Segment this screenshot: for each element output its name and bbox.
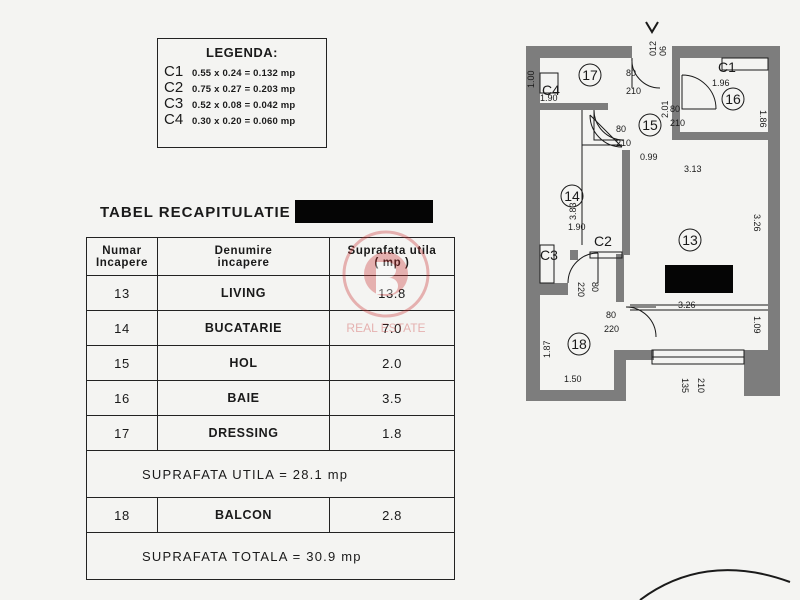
svg-text:80: 80 xyxy=(590,282,600,292)
svg-text:80: 80 xyxy=(606,310,616,320)
table-title: TABEL RECAPITULATIE xyxy=(100,204,291,221)
room-area: 1.8 xyxy=(329,415,455,451)
svg-text:1.86: 1.86 xyxy=(758,110,768,128)
legend-code: C3 xyxy=(164,95,184,112)
svg-text:3.83: 3.83 xyxy=(568,202,578,220)
recap-table: Numar Incapere Denumire incapere Suprafa… xyxy=(86,237,455,580)
svg-text:135: 135 xyxy=(680,378,690,393)
legend-item: C1 0.55 x 0.24 = 0.132 mp xyxy=(158,63,326,80)
room-name: HOL xyxy=(157,345,330,381)
svg-text:220: 220 xyxy=(576,282,586,297)
element-c3: C3 xyxy=(540,247,558,263)
svg-text:80: 80 xyxy=(616,124,626,134)
room-number: 17 xyxy=(86,415,158,451)
usable-total-row: SUPRAFATA UTILA = 28.1 mp xyxy=(86,450,455,498)
legend-box: LEGENDA: C1 0.55 x 0.24 = 0.132 mp C2 0.… xyxy=(157,38,327,148)
svg-text:1.09: 1.09 xyxy=(752,316,762,334)
legend-code: C2 xyxy=(164,79,184,96)
redaction-block xyxy=(295,200,433,223)
header-room-area: Suprafata utila ( mp ) xyxy=(329,237,455,276)
svg-text:210: 210 xyxy=(626,86,641,96)
header-room-name: Denumire incapere xyxy=(157,237,330,276)
room-labels: 13 14 15 16 17 18 xyxy=(560,63,745,356)
room-14: 14 xyxy=(564,188,580,204)
legend-formula: 0.52 x 0.08 = 0.042 mp xyxy=(192,100,296,111)
element-c2: C2 xyxy=(594,233,612,249)
usable-total: SUPRAFATA UTILA = 28.1 mp xyxy=(86,450,455,498)
door-labels: 012 06 80 210 80 210 80 210 220 80 80 22… xyxy=(576,41,706,393)
room-name: LIVING xyxy=(157,275,330,311)
element-c1: C1 xyxy=(718,59,736,75)
watermark-logo: REAL ESTATE xyxy=(342,230,430,335)
table-row: 14 BUCATARIE 7.0 xyxy=(86,310,455,346)
svg-text:80: 80 xyxy=(626,68,636,78)
svg-text:2.01: 2.01 xyxy=(660,100,670,118)
room-area: 2.0 xyxy=(329,345,455,381)
legend-item: C2 0.75 x 0.27 = 0.203 mp xyxy=(158,79,326,96)
room-area: 2.8 xyxy=(329,497,455,533)
room-area: 3.5 xyxy=(329,380,455,416)
room-name: DRESSING xyxy=(157,415,330,451)
room-13: 13 xyxy=(682,232,698,248)
table-row: 15 HOL 2.0 xyxy=(86,345,455,381)
room-number: 13 xyxy=(86,275,158,311)
grand-total: SUPRAFATA TOTALA = 30.9 mp xyxy=(86,532,455,580)
plan-lines xyxy=(539,57,769,365)
element-c4: C4 xyxy=(542,82,560,98)
legend-formula: 0.55 x 0.24 = 0.132 mp xyxy=(192,68,296,79)
svg-text:210: 210 xyxy=(616,138,631,148)
room-name: BALCON xyxy=(157,497,330,533)
room-area: 13.8 xyxy=(329,275,455,311)
svg-text:3.26: 3.26 xyxy=(752,214,762,232)
svg-text:1.87: 1.87 xyxy=(542,340,552,358)
svg-text:1.90: 1.90 xyxy=(568,222,586,232)
room-name: BUCATARIE xyxy=(157,310,330,346)
room-16: 16 xyxy=(725,91,741,107)
room-15: 15 xyxy=(642,117,658,133)
dimension-labels: 1.00 1.90 1.96 1.86 2.01 0.99 3.13 3.83 … xyxy=(526,70,768,384)
legend-item: C3 0.52 x 0.08 = 0.042 mp xyxy=(158,95,326,112)
room-name: BAIE xyxy=(157,380,330,416)
legend-item: C4 0.30 x 0.20 = 0.060 mp xyxy=(158,111,326,128)
svg-text:1.00: 1.00 xyxy=(526,70,536,88)
handwritten-mark xyxy=(639,569,791,600)
svg-text:3.26: 3.26 xyxy=(678,300,696,310)
room-number: 14 xyxy=(86,310,158,346)
table-row: 13 LIVING 13.8 xyxy=(86,275,455,311)
watermark-text: REAL ESTATE xyxy=(346,321,425,335)
svg-text:220: 220 xyxy=(604,324,619,334)
room-18: 18 xyxy=(571,336,587,352)
svg-text:1.90: 1.90 xyxy=(540,93,558,103)
walls xyxy=(526,46,780,401)
legend-formula: 0.75 x 0.27 = 0.203 mp xyxy=(192,84,296,95)
legend-code: C4 xyxy=(164,111,184,128)
svg-text:06: 06 xyxy=(658,46,668,56)
table-row: 16 BAIE 3.5 xyxy=(86,380,455,416)
grand-total-row: SUPRAFATA TOTALA = 30.9 mp xyxy=(86,532,455,580)
svg-text:80: 80 xyxy=(670,104,680,114)
room-number: 18 xyxy=(86,497,158,533)
room-number: 16 xyxy=(86,380,158,416)
svg-text:1.50: 1.50 xyxy=(564,374,582,384)
header-room-number: Numar Incapere xyxy=(86,237,158,276)
room-number: 15 xyxy=(86,345,158,381)
legend-code: C1 xyxy=(164,63,184,80)
svg-text:210: 210 xyxy=(670,118,685,128)
room-17: 17 xyxy=(582,67,598,83)
table-row: 18 BALCON 2.8 xyxy=(86,497,455,533)
svg-text:0.99: 0.99 xyxy=(640,152,658,162)
table-row: 17 DRESSING 1.8 xyxy=(86,415,455,451)
svg-text:1.96: 1.96 xyxy=(712,78,730,88)
svg-text:3.13: 3.13 xyxy=(684,164,702,174)
table-header-row: Numar Incapere Denumire incapere Suprafa… xyxy=(86,237,455,276)
entry-arrow-icon xyxy=(645,21,659,34)
legend-formula: 0.30 x 0.20 = 0.060 mp xyxy=(192,116,296,127)
legend-title: LEGENDA: xyxy=(206,45,278,60)
svg-text:012: 012 xyxy=(648,41,658,56)
redaction-block xyxy=(665,265,733,293)
floor-plan: C4 C1 C2 C3 13 14 15 16 17 18 1.00 1.90 … xyxy=(526,21,780,401)
svg-text:210: 210 xyxy=(696,378,706,393)
